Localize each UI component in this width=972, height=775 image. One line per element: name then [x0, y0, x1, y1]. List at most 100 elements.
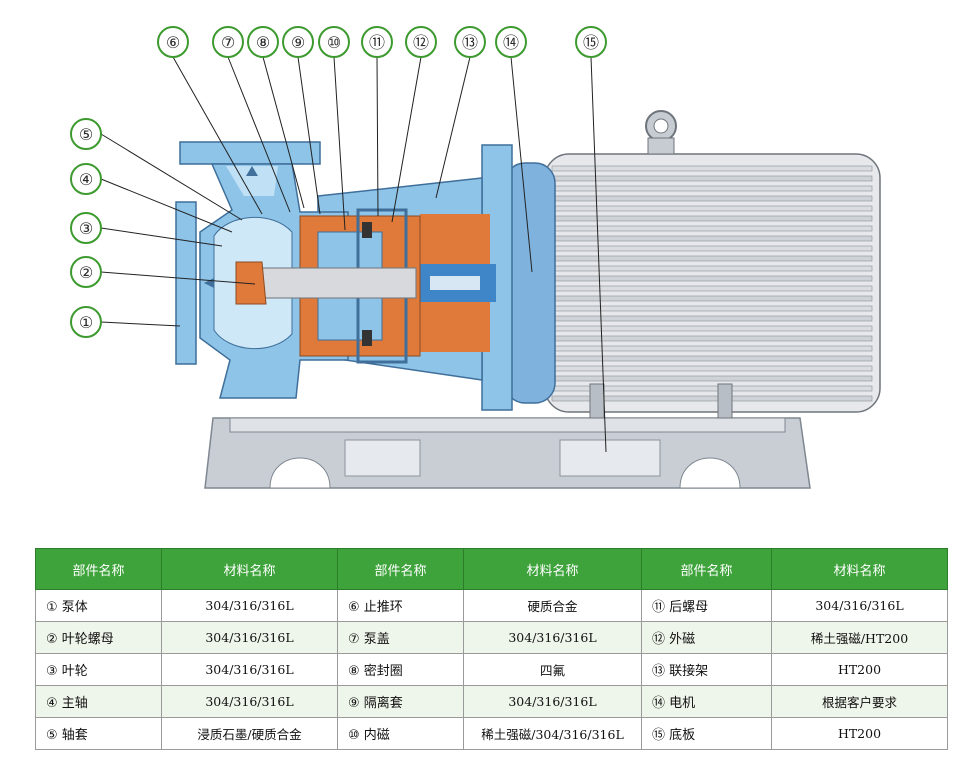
material-cell: 304/316/316L: [463, 685, 642, 718]
motor-fin: [551, 185, 873, 192]
motor-fin: [551, 315, 873, 322]
callout-leader-line: [100, 133, 243, 221]
callout-number: ⑫: [413, 33, 429, 52]
callout-circle: [495, 26, 527, 58]
motor-fin: [551, 325, 873, 332]
callout-number: ⑤: [79, 125, 93, 144]
callout-circle: [212, 26, 244, 58]
callout-leader-line: [227, 56, 291, 213]
callout-number: ③: [79, 219, 93, 238]
callout-leader-line: [435, 56, 471, 199]
callout-circle: [361, 26, 393, 58]
callout-circle: [70, 306, 102, 338]
callout-leader-line: [376, 56, 379, 217]
part-cell: ⑦ 泵盖: [337, 621, 464, 654]
part-cell: ⑤ 轴套: [35, 717, 162, 750]
callout-circle: [157, 26, 189, 58]
header-material-name: 材料名称: [463, 548, 642, 590]
motor-fin: [551, 215, 873, 222]
callout-circle: [405, 26, 437, 58]
base-plate: [204, 417, 811, 489]
material-cell: 稀土强磁/304/316/316L: [463, 717, 642, 750]
material-cell: 304/316/316L: [161, 589, 338, 622]
header-part-name: 部件名称: [641, 548, 772, 590]
callout-number: ⑧: [256, 33, 270, 52]
motor-fin: [551, 205, 873, 212]
callout-number: ④: [79, 170, 93, 189]
callout-number: ⑥: [166, 33, 180, 52]
motor-fin: [551, 265, 873, 272]
part-cell: ② 叶轮螺母: [35, 621, 162, 654]
motor-fin: [551, 375, 873, 382]
material-cell: 304/316/316L: [161, 653, 338, 686]
motor-fin: [551, 195, 873, 202]
table-row: ⑤ 轴套 浸质石墨/硬质合金 ⑩ 内磁 稀土强磁/304/316/316L ⑮ …: [35, 717, 948, 750]
motor-fin: [551, 335, 873, 342]
table-row: ① 泵体 304/316/316L ⑥ 止推环 硬质合金 ⑪ 后螺母 304/3…: [35, 589, 948, 622]
callout-circle: [318, 26, 350, 58]
callout-circle: [70, 212, 102, 244]
motor-fin: [551, 165, 873, 172]
callout-circle: [575, 26, 607, 58]
material-cell: 稀土强磁/HT200: [771, 621, 948, 654]
motor: [504, 110, 881, 419]
callout-leader-line: [510, 56, 533, 273]
material-cell: 304/316/316L: [161, 621, 338, 654]
callout-leader-line: [333, 56, 346, 231]
callout-number: ⑮: [583, 33, 599, 52]
material-cell: 四氟: [463, 653, 642, 686]
callout-leader-line: [590, 56, 607, 453]
part-cell: ⑨ 隔离套: [337, 685, 464, 718]
callout-circle: [70, 256, 102, 288]
callout-number: ⑨: [291, 33, 305, 52]
table-row: ③ 叶轮 304/316/316L ⑧ 密封圈 四氟 ⑬ 联接架 HT200: [35, 653, 948, 686]
callout-number: ①: [79, 313, 93, 332]
callout-number: ⑦: [221, 33, 235, 52]
motor-fin: [551, 275, 873, 282]
callout-leader-line: [100, 178, 233, 233]
header-part-name: 部件名称: [337, 548, 464, 590]
header-material-name: 材料名称: [161, 548, 338, 590]
callout-circle: [454, 26, 486, 58]
callout-number: ⑪: [369, 33, 385, 52]
callout-circle: [282, 26, 314, 58]
callout-number: ⑩: [327, 33, 341, 52]
material-cell: 304/316/316L: [771, 589, 948, 622]
motor-fin: [551, 355, 873, 362]
part-cell: ⑩ 内磁: [337, 717, 464, 750]
callout-leader-line: [391, 56, 422, 223]
callout-number: ⑬: [462, 33, 478, 52]
table-row: ④ 主轴 304/316/316L ⑨ 隔离套 304/316/316L ⑭ 电…: [35, 685, 948, 718]
part-cell: ⑮ 底板: [641, 717, 772, 750]
callout-circle: [247, 26, 279, 58]
part-cell: ① 泵体: [35, 589, 162, 622]
motor-fin: [551, 345, 873, 352]
material-cell: 硬质合金: [463, 589, 642, 622]
material-cell: HT200: [771, 653, 948, 686]
callout-leader-line: [100, 227, 223, 247]
part-cell: ⑬ 联接架: [641, 653, 772, 686]
part-cell: ⑭ 电机: [641, 685, 772, 718]
callout-circle: [70, 118, 102, 150]
table-header-row: 部件名称 材料名称 部件名称 材料名称 部件名称 材料名称: [35, 548, 948, 590]
material-cell: 根据客户要求: [771, 685, 948, 718]
motor-fin: [551, 245, 873, 252]
part-cell: ⑫ 外磁: [641, 621, 772, 654]
part-cell: ⑥ 止推环: [337, 589, 464, 622]
pump-body: [175, 141, 421, 399]
callout-number: ②: [79, 263, 93, 282]
callout-circle: [70, 163, 102, 195]
material-cell: 浸质石墨/硬质合金: [161, 717, 338, 750]
motor-fin: [551, 175, 873, 182]
callout-leader-line: [100, 321, 181, 327]
callout-leader-line: [297, 56, 321, 215]
callout-leader-line: [262, 56, 305, 209]
parts-materials-table: 部件名称 材料名称 部件名称 材料名称 部件名称 材料名称 ① 泵体 304/3…: [35, 548, 948, 750]
part-cell: ⑧ 密封圈: [337, 653, 464, 686]
callout-leader-line: [172, 56, 263, 215]
motor-fin: [551, 235, 873, 242]
part-cell: ⑪ 后螺母: [641, 589, 772, 622]
header-part-name: 部件名称: [35, 548, 162, 590]
